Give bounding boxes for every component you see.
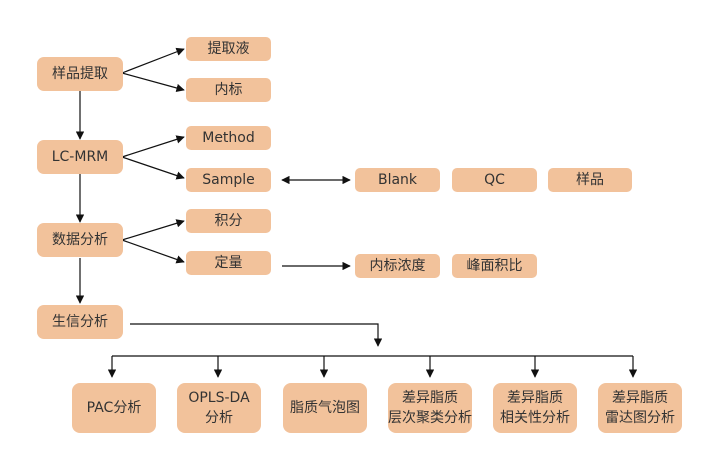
node-method: Method: [186, 126, 271, 150]
arrow-lcmrm-to-sample: [121, 156, 185, 180]
node-diff-radar: 差异脂质 雷达图分析: [598, 383, 682, 433]
node-quantification: 定量: [186, 251, 271, 275]
node-diff-cluster: 差异脂质 层次聚类分析: [388, 383, 472, 433]
node-integration: 积分: [186, 209, 271, 233]
arrow-lcmrm-to-method: [121, 135, 185, 158]
node-sample: Sample: [186, 168, 271, 192]
node-bioinformatics: 生信分析: [37, 305, 123, 339]
node-qc: QC: [452, 168, 537, 192]
node-peak-area-ratio: 峰面积比: [452, 254, 537, 278]
node-blank: Blank: [355, 168, 440, 192]
node-lc-mrm: LC-MRM: [37, 140, 123, 174]
node-internal-standard: 内标: [186, 78, 271, 102]
node-oplsda: OPLS-DA 分析: [177, 383, 261, 433]
node-sample-extraction: 样品提取: [37, 57, 123, 91]
arrow-extract-to-is: [121, 72, 185, 93]
arrow-data-to-integration: [121, 219, 185, 241]
arrow-extract-to-liquid: [121, 47, 185, 74]
line-bio-to-bus: [130, 323, 383, 347]
node-diff-correlation: 差异脂质 相关性分析: [493, 383, 577, 433]
node-sample-item: 样品: [548, 168, 632, 192]
node-lipid-bubble: 脂质气泡图: [283, 383, 367, 433]
node-data-analysis: 数据分析: [37, 223, 123, 257]
node-extract-liquid: 提取液: [186, 37, 271, 61]
arrow-data-to-quant: [121, 239, 185, 264]
node-is-concentration: 内标浓度: [355, 254, 440, 278]
node-pac-analysis: PAC分析: [72, 383, 156, 433]
